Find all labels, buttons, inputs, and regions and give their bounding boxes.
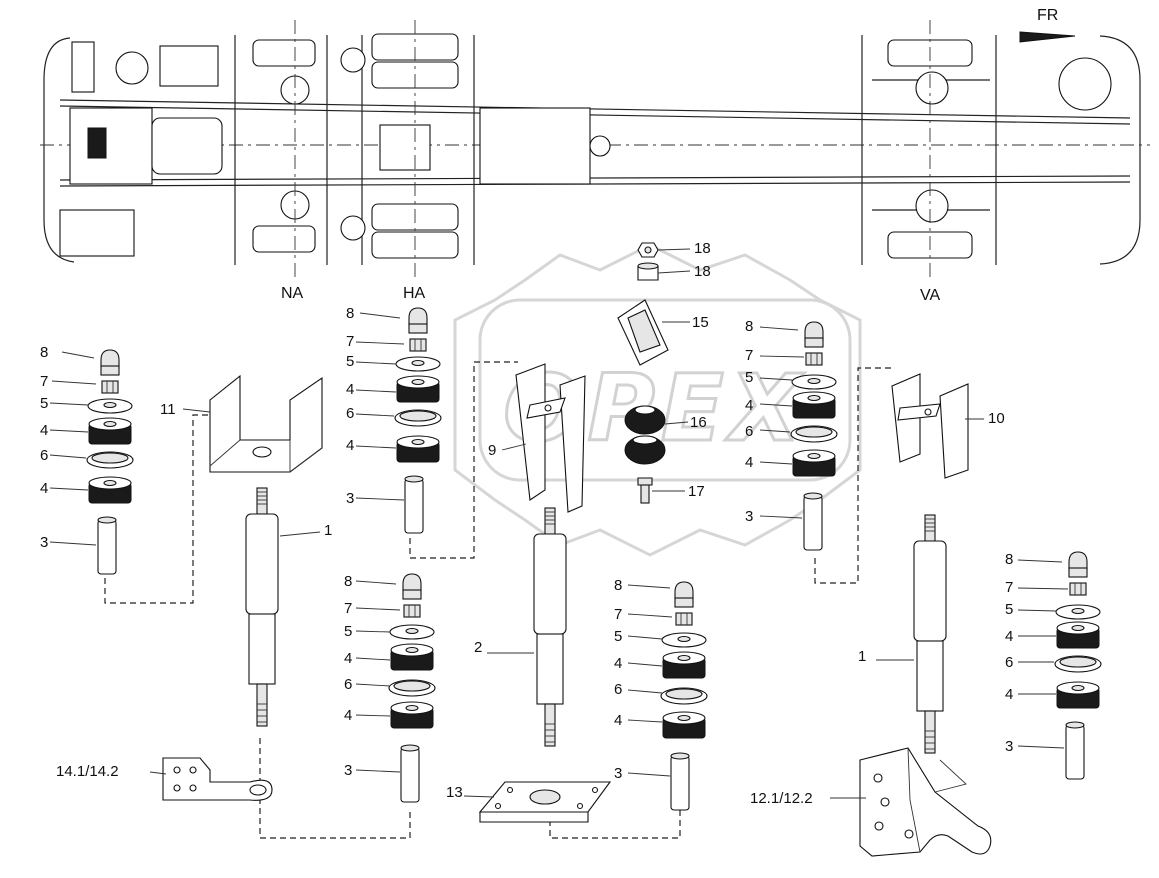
callout-s3-3: 3 (344, 762, 352, 779)
callout-15: 15 (692, 314, 709, 331)
callout-18a: 18 (694, 240, 711, 257)
callout-bracket-14: 14.1/14.2 (56, 763, 119, 780)
bracket-12: 12.1/12.2 (750, 747, 992, 857)
callout-shock-1-left: 1 (324, 522, 332, 539)
callout-s2-4a: 4 (346, 381, 354, 398)
callout-s5-8: 8 (745, 318, 753, 335)
callout-s4-6: 6 (614, 681, 622, 698)
chassis-top-view: FR NA HA VA (40, 7, 1150, 304)
bracket-14: 14.1/14.2 (56, 757, 273, 801)
callout-s1-3: 3 (40, 534, 48, 551)
callout-s3-7: 7 (344, 600, 352, 617)
callout-s5-3: 3 (745, 508, 753, 525)
stop-parts-15-18: 18 18 15 16 17 (617, 240, 711, 504)
callout-s1-8: 8 (40, 344, 48, 361)
callout-s5-5: 5 (745, 369, 753, 386)
axle-label-va: VA (920, 287, 940, 304)
callout-s2-4b: 4 (346, 437, 354, 454)
bracket-9: 9 (488, 363, 586, 513)
callout-s6-4a: 4 (1005, 628, 1013, 645)
mount-stack-5: 8 7 5 4 6 4 3 (745, 318, 838, 551)
mount-stack-1: 8 7 5 4 6 4 3 (40, 344, 134, 575)
callout-bracket-9: 9 (488, 442, 496, 459)
callout-s4-5: 5 (614, 628, 622, 645)
callout-s5-4b: 4 (745, 454, 753, 471)
callout-s3-8: 8 (344, 573, 352, 590)
callout-s2-7: 7 (346, 333, 354, 350)
callout-bracket-12: 12.1/12.2 (750, 790, 813, 807)
callout-s1-6: 6 (40, 447, 48, 464)
mount-stack-3: 8 7 5 4 6 4 3 (344, 573, 436, 803)
callout-s3-5: 5 (344, 623, 352, 640)
callout-s5-4a: 4 (745, 397, 753, 414)
callout-s6-4b: 4 (1005, 686, 1013, 703)
callout-s6-5: 5 (1005, 601, 1013, 618)
callout-s5-6: 6 (745, 423, 753, 440)
callout-s4-7: 7 (614, 606, 622, 623)
callout-s3-4a: 4 (344, 650, 352, 667)
callout-17: 17 (688, 483, 705, 500)
callout-s1-5: 5 (40, 395, 48, 412)
callout-s6-7: 7 (1005, 579, 1013, 596)
callout-s1-4b: 4 (40, 480, 48, 497)
callout-s3-6: 6 (344, 676, 352, 693)
callout-16: 16 (690, 414, 707, 431)
direction-label: FR (1037, 7, 1058, 24)
callout-s4-4b: 4 (614, 712, 622, 729)
callout-s6-6: 6 (1005, 654, 1013, 671)
callout-s4-4a: 4 (614, 655, 622, 672)
shock-absorber-1-right: 1 (858, 514, 947, 754)
callout-s4-8: 8 (614, 577, 622, 594)
callout-s2-5: 5 (346, 353, 354, 370)
plate-13: 13 (446, 781, 612, 823)
mount-stack-6: 8 7 5 4 6 4 3 (1005, 551, 1102, 780)
callout-s5-7: 7 (745, 347, 753, 364)
callout-s6-3: 3 (1005, 738, 1013, 755)
callout-bracket-10: 10 (988, 410, 1005, 427)
shock-absorber-1-left: 1 (245, 487, 332, 727)
callout-shock-1-right: 1 (858, 648, 866, 665)
mount-stack-2: 8 7 5 4 6 4 3 (346, 305, 442, 534)
axle-label-na: NA (281, 285, 304, 302)
bracket-11: 11 (160, 374, 323, 473)
shock-absorber-2: 2 (474, 507, 567, 747)
callout-18b: 18 (694, 263, 711, 280)
callout-s1-7: 7 (40, 373, 48, 390)
mount-stack-4: 8 7 5 4 6 4 3 (614, 577, 708, 811)
callout-s2-6: 6 (346, 405, 354, 422)
callout-s3-4b: 4 (344, 707, 352, 724)
callout-plate-13: 13 (446, 784, 463, 801)
callout-s1-4a: 4 (40, 422, 48, 439)
bracket-10: 10 (891, 373, 1005, 479)
callout-s2-8: 8 (346, 305, 354, 322)
callout-s6-8: 8 (1005, 551, 1013, 568)
callout-shock-2: 2 (474, 639, 482, 656)
axle-label-ha: HA (403, 285, 426, 302)
callout-bracket-11: 11 (160, 401, 176, 418)
callout-s2-3: 3 (346, 490, 354, 507)
callout-s4-3: 3 (614, 765, 622, 782)
